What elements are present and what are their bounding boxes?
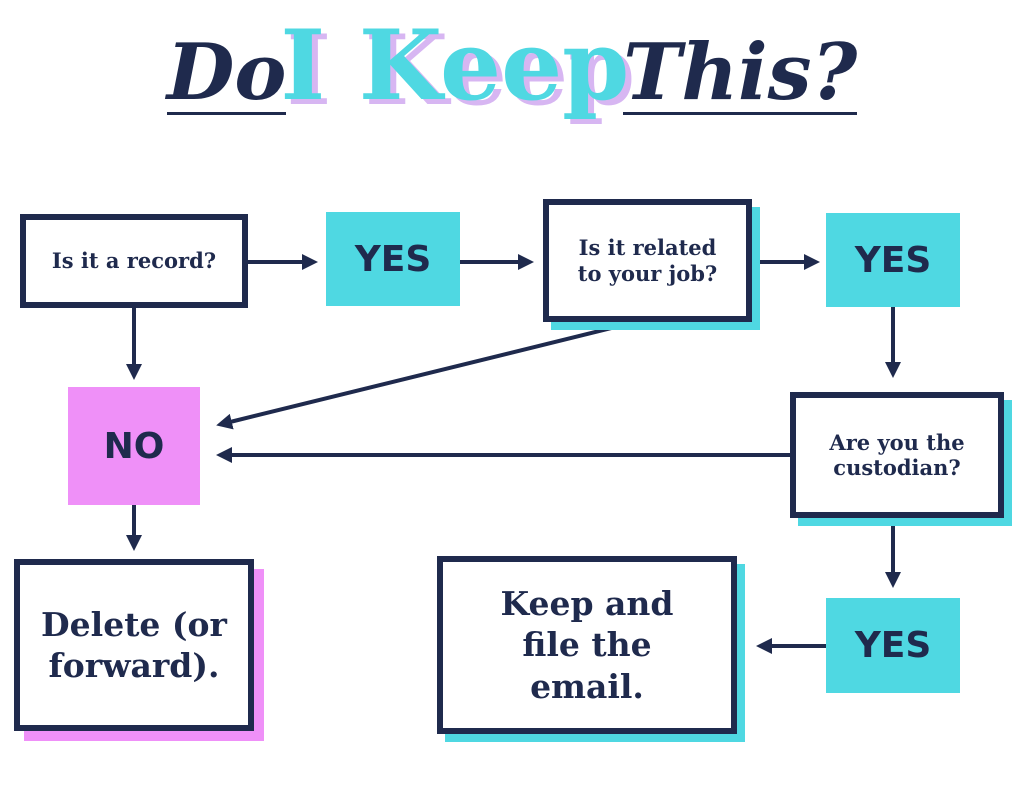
arrow-related-to-no [216,320,637,430]
node-yes-2: YES [826,213,960,307]
node-is-it-a-record: Is it a record? [20,214,248,308]
node-yes-1: YES [326,212,460,306]
node-yes-3: YES [826,598,960,693]
page-title: DoI KeepThis? [0,18,1024,148]
node-keep-and-file: Keep and file the email. [437,556,737,734]
title-do: Do [166,27,287,118]
node-no: NO [68,387,200,505]
title-i-keep: I Keep [280,9,630,122]
node-are-you-the-custodian: Are you the custodian? [790,392,1004,518]
node-is-it-related-to-your-job: Is it related to your job? [543,199,752,322]
node-delete-or-forward: Delete (or forward). [14,559,254,731]
title-this: This? [623,27,858,118]
